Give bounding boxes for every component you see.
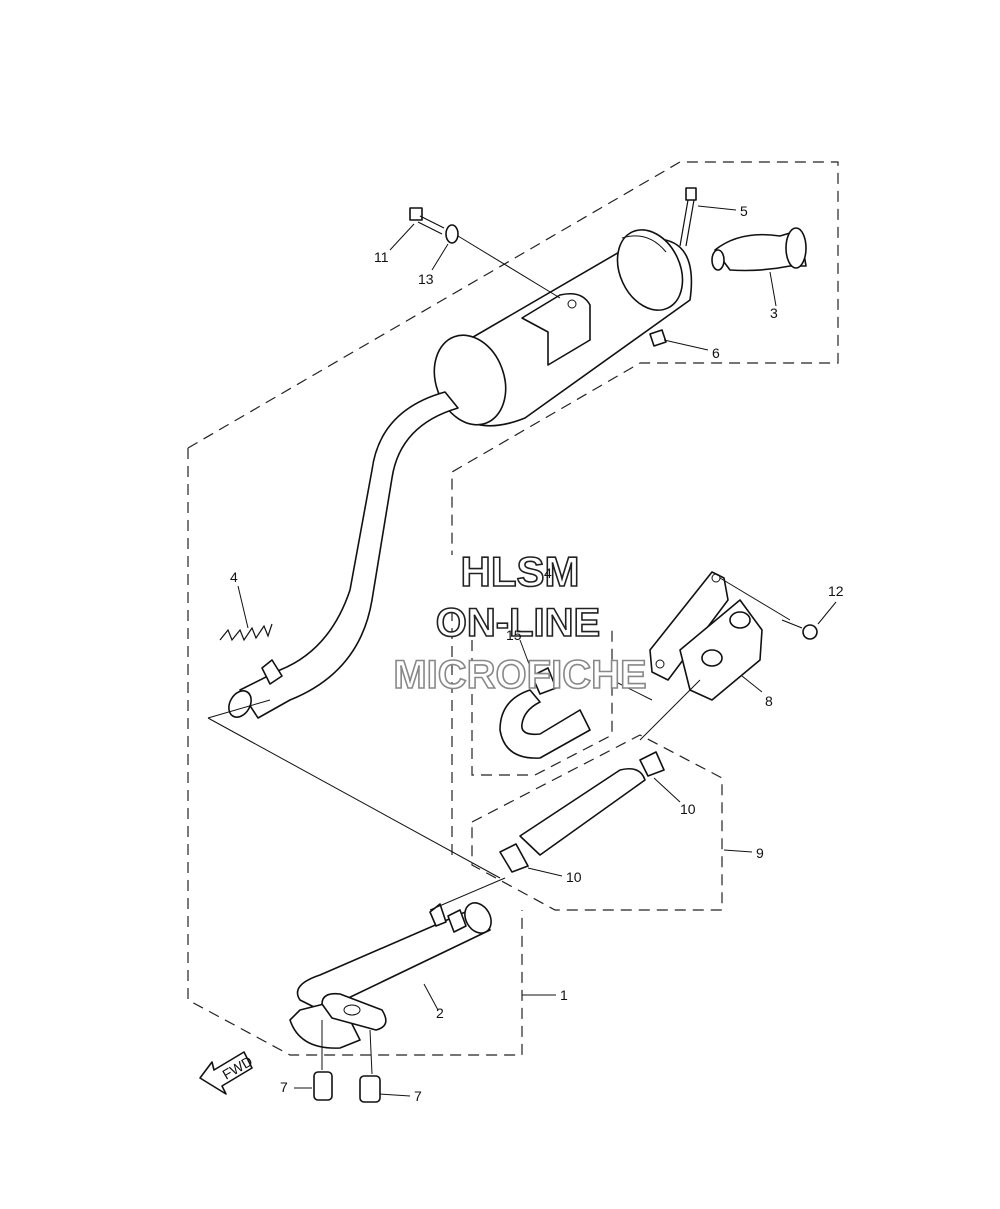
bracket-part-8: [649, 571, 763, 701]
spring-part-4: [219, 623, 273, 642]
nut-part-6: [649, 329, 667, 347]
callout-labels: 1 2 3 4 4 5 6 7 7 8 9 10 10 11 12 13 15: [230, 203, 844, 1104]
subassembly-outline: [471, 625, 613, 776]
hose-assembly-outline: [471, 734, 723, 911]
hose-part-9: [499, 751, 665, 873]
callout-12: 12: [828, 583, 844, 599]
callout-2: 2: [436, 1005, 444, 1021]
callout-4b: 4: [544, 565, 552, 581]
reference-lines: [207, 577, 791, 1075]
callout-4: 4: [230, 569, 238, 585]
muffler-assembly-outline: [187, 161, 839, 555]
muffler: [433, 227, 807, 427]
callout-15: 15: [506, 627, 522, 643]
bolt-part-5: [679, 187, 697, 247]
fwd-arrow-icon: FWD: [199, 1051, 255, 1095]
leader-lines: [237, 205, 837, 1097]
watermark: HLSM ON-LINE MICROFICHE: [393, 547, 648, 698]
callout-5: 5: [740, 203, 748, 219]
callout-10a: 10: [680, 801, 696, 817]
callout-1: 1: [560, 987, 568, 1003]
screw-part-12: [781, 619, 818, 640]
gasket-part-7a: [313, 1071, 333, 1101]
callout-9: 9: [756, 845, 764, 861]
assembly-outlines: [187, 161, 839, 1056]
gasket-part-7b: [359, 1075, 381, 1103]
bolt-part-11: [409, 207, 445, 235]
callout-7a: 7: [280, 1079, 288, 1095]
watermark-line-3: MICROFICHE: [393, 653, 646, 697]
callout-7b: 7: [414, 1088, 422, 1104]
watermark-line-2: ON-LINE: [436, 601, 600, 645]
callout-3: 3: [770, 305, 778, 321]
callout-8: 8: [765, 693, 773, 709]
callout-11: 11: [374, 249, 389, 265]
head-pipe-part-2: [289, 902, 492, 1049]
callout-10b: 10: [566, 869, 582, 885]
washer-part-13: [445, 224, 459, 244]
watermark-line-1: HLSM: [461, 548, 580, 595]
callout-6: 6: [712, 345, 720, 361]
callout-13: 13: [418, 271, 434, 287]
hose-part-15: [499, 667, 591, 759]
